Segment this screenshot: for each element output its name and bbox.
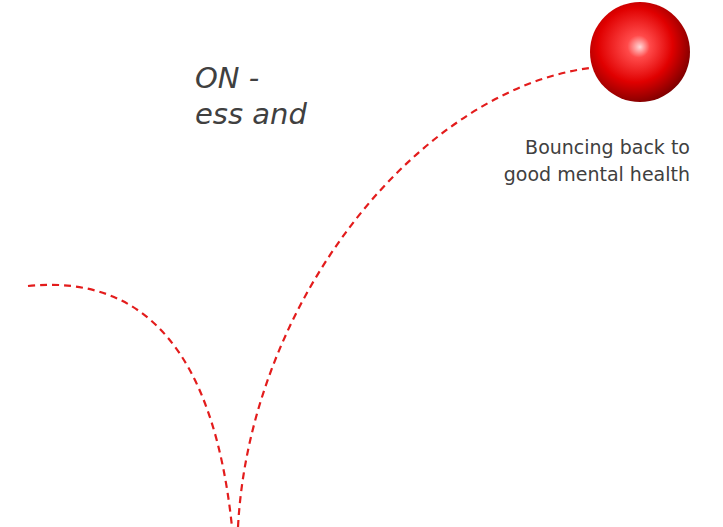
bounce-path: [28, 285, 232, 527]
title-fragment: ess and: [195, 96, 307, 132]
ball-caption: Bouncing back to good mental health: [480, 134, 690, 188]
red-ball: [590, 2, 690, 102]
title-fragment: ON -: [195, 60, 259, 96]
